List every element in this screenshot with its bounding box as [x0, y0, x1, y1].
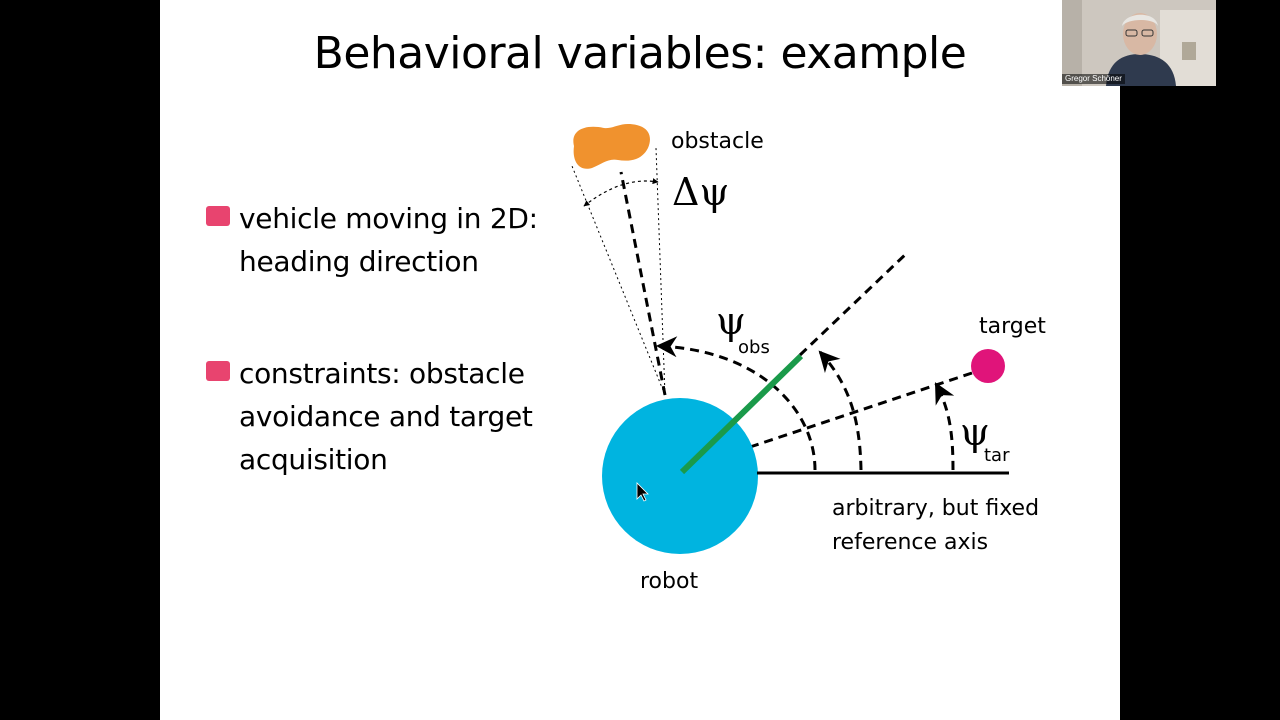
heading-extension-line [798, 250, 910, 357]
delta-psi-arc [583, 178, 659, 207]
psi-obs-subscript: obs [738, 337, 770, 358]
reference-axis-label-line-1: arbitrary, but fixed [832, 496, 1039, 521]
psi-tar-label: ψ [960, 410, 990, 454]
psi-tar-subscript: tar [984, 445, 1010, 466]
speaker-video-frame [1062, 0, 1216, 86]
heading-angle-arc [818, 350, 863, 471]
psi-obs-label: ψ [716, 299, 746, 343]
heading-direction-bar [679, 353, 804, 475]
target-label: target [979, 314, 1046, 339]
target-direction-line [749, 371, 973, 449]
webcam-video-tile[interactable]: Gregor Schöner [1062, 0, 1216, 86]
webcam-participant-name: Gregor Schöner [1062, 74, 1125, 84]
slide-title: Behavioral variables: example [313, 28, 967, 79]
bullet-text: constraints: obstacle avoidance and targ… [239, 357, 533, 476]
obstacle-shape [573, 124, 650, 169]
obstacle-extent-line-left [571, 165, 666, 396]
slide: Behavioral variables: example vehicle mo… [160, 0, 1120, 720]
obstacle-label: obstacle [671, 129, 764, 154]
reference-axis-label-line-2: reference axis [832, 530, 988, 555]
psi-obs-arc [655, 336, 817, 471]
mouse-cursor-icon [636, 482, 649, 502]
psi-tar-arc [934, 382, 955, 471]
obstacle-direction-line [619, 171, 667, 396]
bullet-text: vehicle moving in 2D: heading direction [239, 202, 538, 278]
heading-direction-diagram: obstacle Δψ ψ obs target ψ tar arbitrary… [571, 124, 1046, 594]
bullet-marker-icon [206, 361, 230, 381]
bullet-marker-icon [206, 206, 230, 226]
delta-psi-label: Δψ [672, 170, 729, 214]
target-shape [971, 349, 1005, 383]
robot-label: robot [640, 569, 698, 594]
